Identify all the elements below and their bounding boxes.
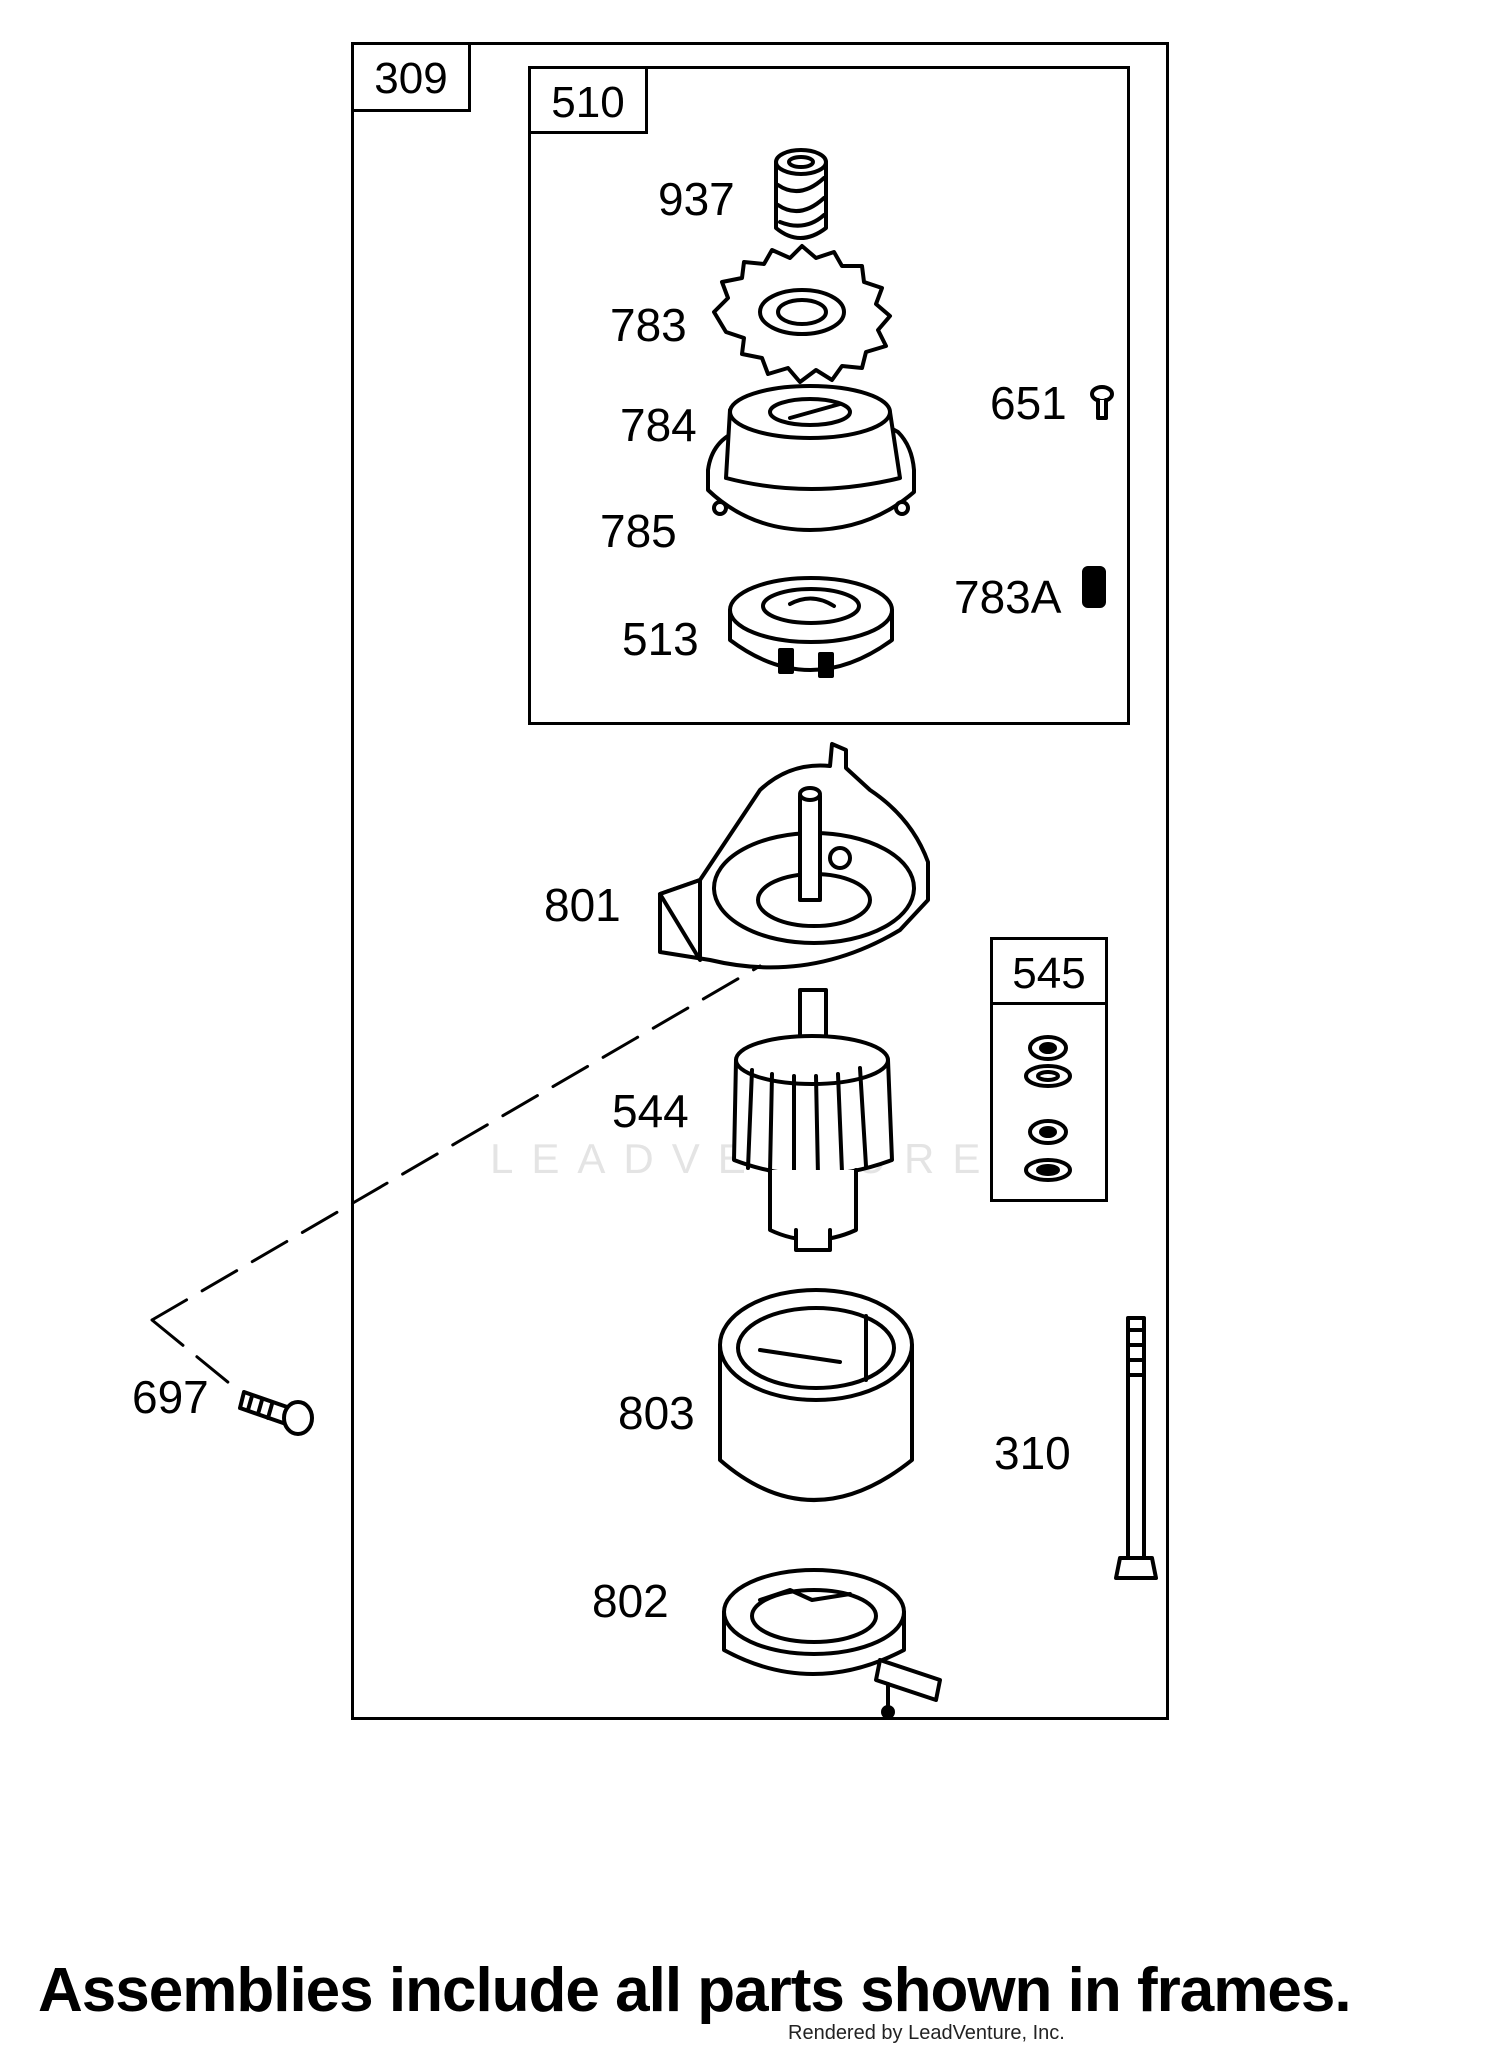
part-310-through-bolt[interactable] <box>1114 1316 1158 1580</box>
label-783: 783 <box>610 299 687 351</box>
frame-tag-545: 545 <box>990 937 1108 1005</box>
label-801: 801 <box>544 879 621 931</box>
part-544-armature[interactable] <box>732 988 894 1252</box>
part-803-housing[interactable] <box>718 1288 914 1502</box>
part-783a-nut[interactable] <box>1082 566 1106 608</box>
leader-line-697 <box>150 964 762 1394</box>
label-783a: 783A <box>954 571 1062 623</box>
assembly-frame-510 <box>528 66 1130 725</box>
render-credit: Rendered by LeadVenture, Inc. <box>788 2022 1065 2044</box>
assembly-frame-309 <box>351 42 1169 1720</box>
part-513-spring-cup[interactable] <box>728 576 894 678</box>
part-651-screw[interactable] <box>1090 385 1114 420</box>
part-937-drive-pinion[interactable] <box>774 148 828 240</box>
label-785: 785 <box>600 505 677 557</box>
label-651: 651 <box>990 377 1067 429</box>
part-697-screw[interactable] <box>238 1390 314 1436</box>
label-697: 697 <box>132 1371 209 1423</box>
label-937: 937 <box>658 173 735 225</box>
label-544: 544 <box>612 1085 689 1137</box>
label-803: 803 <box>618 1387 695 1439</box>
label-802: 802 <box>592 1575 669 1627</box>
part-802-brush-cap[interactable] <box>722 1568 942 1719</box>
part-783-gear[interactable] <box>712 244 892 384</box>
footer-note: Assemblies include all parts shown in fr… <box>38 1956 1352 2025</box>
label-784: 784 <box>620 399 697 451</box>
part-545-brush-kit[interactable] <box>1024 1035 1072 1182</box>
frame-tag-309: 309 <box>351 42 471 112</box>
part-784-785-cover[interactable] <box>706 384 916 532</box>
frame-tag-510: 510 <box>528 66 648 134</box>
part-801-end-cap[interactable] <box>658 742 930 970</box>
label-513: 513 <box>622 613 699 665</box>
label-310: 310 <box>994 1427 1071 1479</box>
